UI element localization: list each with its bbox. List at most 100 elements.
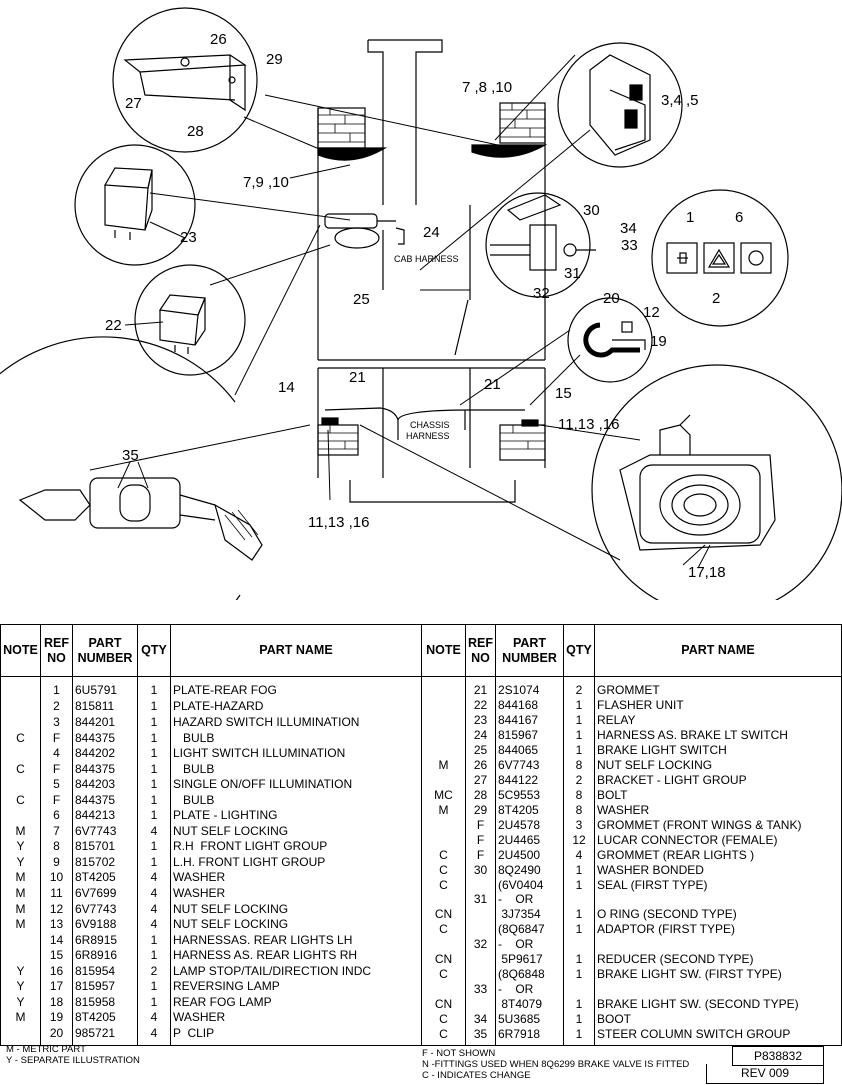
part-number-cell: 8T4205 bbox=[72, 871, 138, 887]
callout-32: 32 bbox=[533, 285, 550, 302]
callout-2: 2 bbox=[712, 290, 720, 307]
p-clip-drawing bbox=[583, 321, 646, 358]
part-name-cell bbox=[594, 982, 842, 998]
note-cell: MC bbox=[421, 788, 466, 804]
ref-no-cell bbox=[465, 953, 496, 969]
note-cell: M bbox=[421, 803, 466, 819]
note-cell: M bbox=[0, 902, 41, 919]
part-name-cell: L.H. FRONT LIGHT GROUP bbox=[170, 855, 422, 872]
part-number-cell: 2S1074 bbox=[495, 676, 564, 700]
qty-cell: 2 bbox=[563, 773, 595, 789]
part-number-cell: (8Q6848 bbox=[495, 967, 564, 983]
callout-17-18: 17,18 bbox=[688, 564, 726, 581]
callout-21-right: 21 bbox=[484, 376, 501, 393]
ref-no-cell: 3 bbox=[40, 715, 73, 732]
legend-change: C - INDICATES CHANGE bbox=[422, 1070, 531, 1081]
legend-metric: M - METRIC PART bbox=[6, 1044, 86, 1055]
callout-25: 25 bbox=[353, 291, 370, 308]
part-name-cell: LUCAR CONNECTOR (FEMALE) bbox=[594, 833, 842, 849]
part-number-cell: 815811 bbox=[72, 700, 138, 716]
part-name-cell: WASHER bbox=[594, 803, 842, 819]
part-name-cell: WASHER bbox=[170, 871, 422, 887]
part-number-cell: 6V7743 bbox=[495, 758, 564, 775]
qty-header: QTY bbox=[563, 624, 595, 677]
qty-cell: 1 bbox=[563, 713, 595, 730]
qty-cell: 1 bbox=[137, 855, 171, 872]
part-name-cell: HARNESS AS. REAR LIGHTS RH bbox=[170, 948, 422, 965]
chassis-harness bbox=[324, 407, 525, 440]
ref-no-cell bbox=[465, 878, 496, 894]
qty-cell: 1 bbox=[137, 793, 171, 810]
note-cell: M bbox=[0, 917, 41, 934]
qty-cell: 1 bbox=[137, 809, 171, 825]
part-name-cell: NUT SELF LOCKING bbox=[170, 902, 422, 919]
part-name-cell: REAR FOG LAMP bbox=[170, 995, 422, 1012]
front-light-right bbox=[471, 144, 548, 158]
note-cell bbox=[0, 1026, 41, 1043]
part-number-header: PART NUMBER bbox=[72, 624, 138, 677]
part-name-cell: FLASHER UNIT bbox=[594, 699, 842, 715]
legend-not-shown: F - NOT SHOWN bbox=[422, 1048, 496, 1059]
part-number-cell: 844065 bbox=[495, 743, 564, 760]
note-cell: C bbox=[0, 731, 41, 748]
part-name-cell: STEER COLUMN SWITCH GROUP bbox=[594, 1027, 842, 1043]
note-cell: C bbox=[421, 878, 466, 894]
part-number-cell: 6R8915 bbox=[72, 933, 138, 950]
callout-11-13-16-bottom: 11,13 ,16 bbox=[308, 514, 369, 531]
ref-no-cell bbox=[465, 968, 496, 983]
qty-cell: 1 bbox=[137, 995, 171, 1012]
qty-cell: 1 bbox=[137, 700, 171, 716]
document-reference-box: P838832 REV 009 bbox=[706, 1044, 842, 1085]
note-cell bbox=[0, 809, 41, 825]
part-name-cell: HARNESS AS. BRAKE LT SWITCH bbox=[594, 728, 842, 745]
callout-26: 26 bbox=[210, 31, 227, 48]
ref-no-cell: 23 bbox=[465, 713, 496, 730]
qty-cell: 4 bbox=[137, 886, 171, 903]
part-number-cell: 844375 bbox=[72, 793, 138, 810]
symbol-plates bbox=[666, 242, 772, 274]
qty-cell: 1 bbox=[137, 715, 171, 732]
part-number-cell: 8T4079 bbox=[495, 997, 564, 1013]
part-number-cell: 6R8916 bbox=[72, 948, 138, 965]
part-number-cell: 6U5791 bbox=[72, 676, 138, 701]
ref-no-cell: F bbox=[40, 731, 73, 748]
note-cell: C bbox=[421, 1027, 466, 1043]
qty-cell: 4 bbox=[137, 871, 171, 887]
note-cell: M bbox=[0, 824, 41, 841]
ref-no-cell: 24 bbox=[465, 728, 496, 745]
note-cell: M bbox=[0, 886, 41, 903]
ref-no-cell: 4 bbox=[40, 746, 73, 763]
note-cell bbox=[421, 938, 466, 954]
callout-35: 35 bbox=[122, 447, 139, 464]
column-switch-detail-circle bbox=[0, 336, 241, 600]
part-name-cell: SEAL (FIRST TYPE) bbox=[594, 878, 842, 894]
part-name-header: PART NAME bbox=[170, 624, 422, 677]
note-cell: C bbox=[421, 1012, 466, 1028]
callout-31: 31 bbox=[564, 265, 581, 282]
part-name-cell: BOOT bbox=[594, 1012, 842, 1028]
ref-no-cell: 21 bbox=[465, 676, 496, 700]
legend-separate-illustration: Y - SEPARATE ILLUSTRATION bbox=[6, 1055, 140, 1066]
callout-27: 27 bbox=[125, 95, 142, 112]
ref-no-cell: 6 bbox=[40, 809, 73, 825]
ref-no-cell: F bbox=[465, 833, 496, 849]
note-cell: C bbox=[421, 848, 466, 864]
callout-15: 15 bbox=[555, 385, 572, 402]
flasher-detail-circle bbox=[134, 264, 246, 376]
callout-14: 14 bbox=[278, 379, 295, 396]
qty-cell: 1 bbox=[563, 952, 595, 969]
part-number-cell: 815954 bbox=[72, 964, 138, 981]
